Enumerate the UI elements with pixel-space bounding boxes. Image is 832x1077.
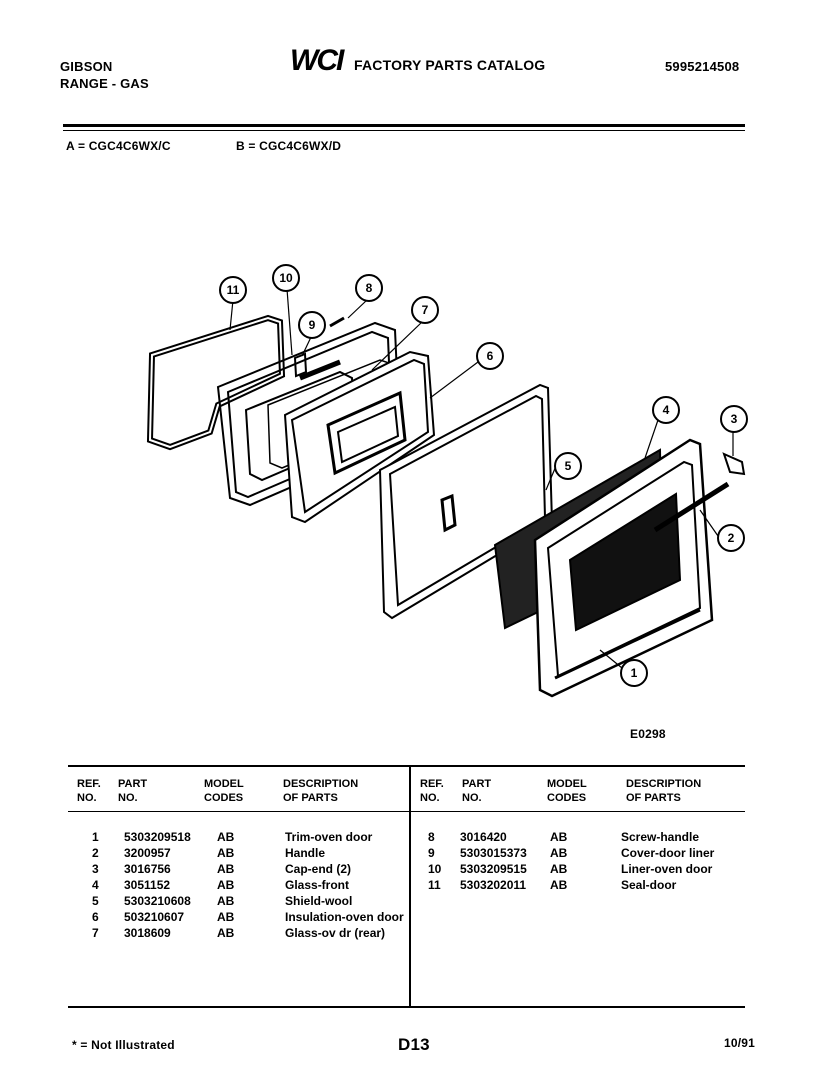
table-row: 8 bbox=[428, 830, 435, 844]
callout-1: 1 bbox=[620, 659, 648, 687]
table-rule-top bbox=[68, 765, 745, 767]
diagram-code: E0298 bbox=[630, 727, 666, 741]
callout-11: 11 bbox=[219, 276, 247, 304]
callout-2: 2 bbox=[717, 524, 745, 552]
catalog-number: 5995214508 bbox=[665, 59, 740, 74]
oven-door-exploded-diagram bbox=[146, 288, 746, 698]
cover-liner-part bbox=[293, 352, 308, 378]
left-desc-column: Trim-oven door Handle Cap-end (2) Glass-… bbox=[285, 830, 404, 940]
seal-door-part bbox=[146, 314, 286, 451]
table-row: 2 bbox=[92, 846, 99, 860]
trim-oven-door-part bbox=[533, 438, 714, 698]
wci-logo: WCI bbox=[290, 44, 344, 77]
callout-5: 5 bbox=[554, 452, 582, 480]
screw-part bbox=[329, 316, 345, 328]
callout-8: 8 bbox=[355, 274, 383, 302]
header-ref: REF.NO. bbox=[77, 778, 101, 804]
table-row: 9 bbox=[428, 846, 435, 860]
table-row: 1 bbox=[92, 830, 99, 844]
callout-3: 3 bbox=[720, 405, 748, 433]
header-rule-top bbox=[63, 124, 745, 127]
table-row: 11 bbox=[428, 878, 441, 892]
handle-part bbox=[653, 481, 730, 533]
left-model-column: AB AB AB AB AB AB AB bbox=[217, 830, 235, 940]
table-row: 3 bbox=[92, 862, 99, 876]
right-desc-column: Screw-handle Cover-door liner Liner-oven… bbox=[621, 830, 715, 892]
header-rule-bottom bbox=[63, 130, 745, 131]
page-number: D13 bbox=[398, 1035, 430, 1054]
product-type: RANGE - GAS bbox=[60, 76, 149, 91]
model-a-label: A = CGC4C6WX/C bbox=[66, 139, 171, 153]
table-rule-bottom bbox=[68, 1006, 745, 1008]
insulation-door-part bbox=[283, 350, 436, 524]
table-row: 5 bbox=[92, 894, 99, 908]
left-ref-column: 1 2 3 4 5 6 7 bbox=[92, 829, 99, 941]
table-row: 4 bbox=[92, 878, 99, 892]
brand-name: GIBSON bbox=[60, 59, 113, 74]
callout-4: 4 bbox=[652, 396, 680, 424]
callout-10: 10 bbox=[272, 264, 300, 292]
not-illustrated-note: * = Not Illustrated bbox=[72, 1038, 175, 1052]
table-row: 6 bbox=[92, 910, 99, 924]
right-model-column: AB AB AB AB bbox=[550, 830, 568, 892]
table-divider bbox=[409, 767, 411, 1007]
table-rule-header bbox=[68, 811, 745, 812]
right-part-column: 3016420 5303015373 5303209515 5303202011 bbox=[460, 830, 527, 892]
catalog-title: FACTORY PARTS CATALOG bbox=[354, 57, 546, 73]
callout-6: 6 bbox=[476, 342, 504, 370]
table-row: 10 bbox=[428, 862, 442, 876]
revision-date: 10/91 bbox=[724, 1036, 756, 1050]
header-ref-right: REF.NO. bbox=[420, 778, 444, 804]
callout-7: 7 bbox=[411, 296, 439, 324]
callout-9: 9 bbox=[298, 311, 326, 339]
model-b-label: B = CGC4C6WX/D bbox=[236, 139, 342, 153]
right-ref-column: 8 9 10 11 bbox=[428, 829, 441, 893]
left-part-column: 5303209518 3200957 3016756 3051152 53032… bbox=[124, 830, 191, 940]
end-cap-part bbox=[722, 452, 746, 476]
table-row: 7 bbox=[92, 926, 99, 940]
